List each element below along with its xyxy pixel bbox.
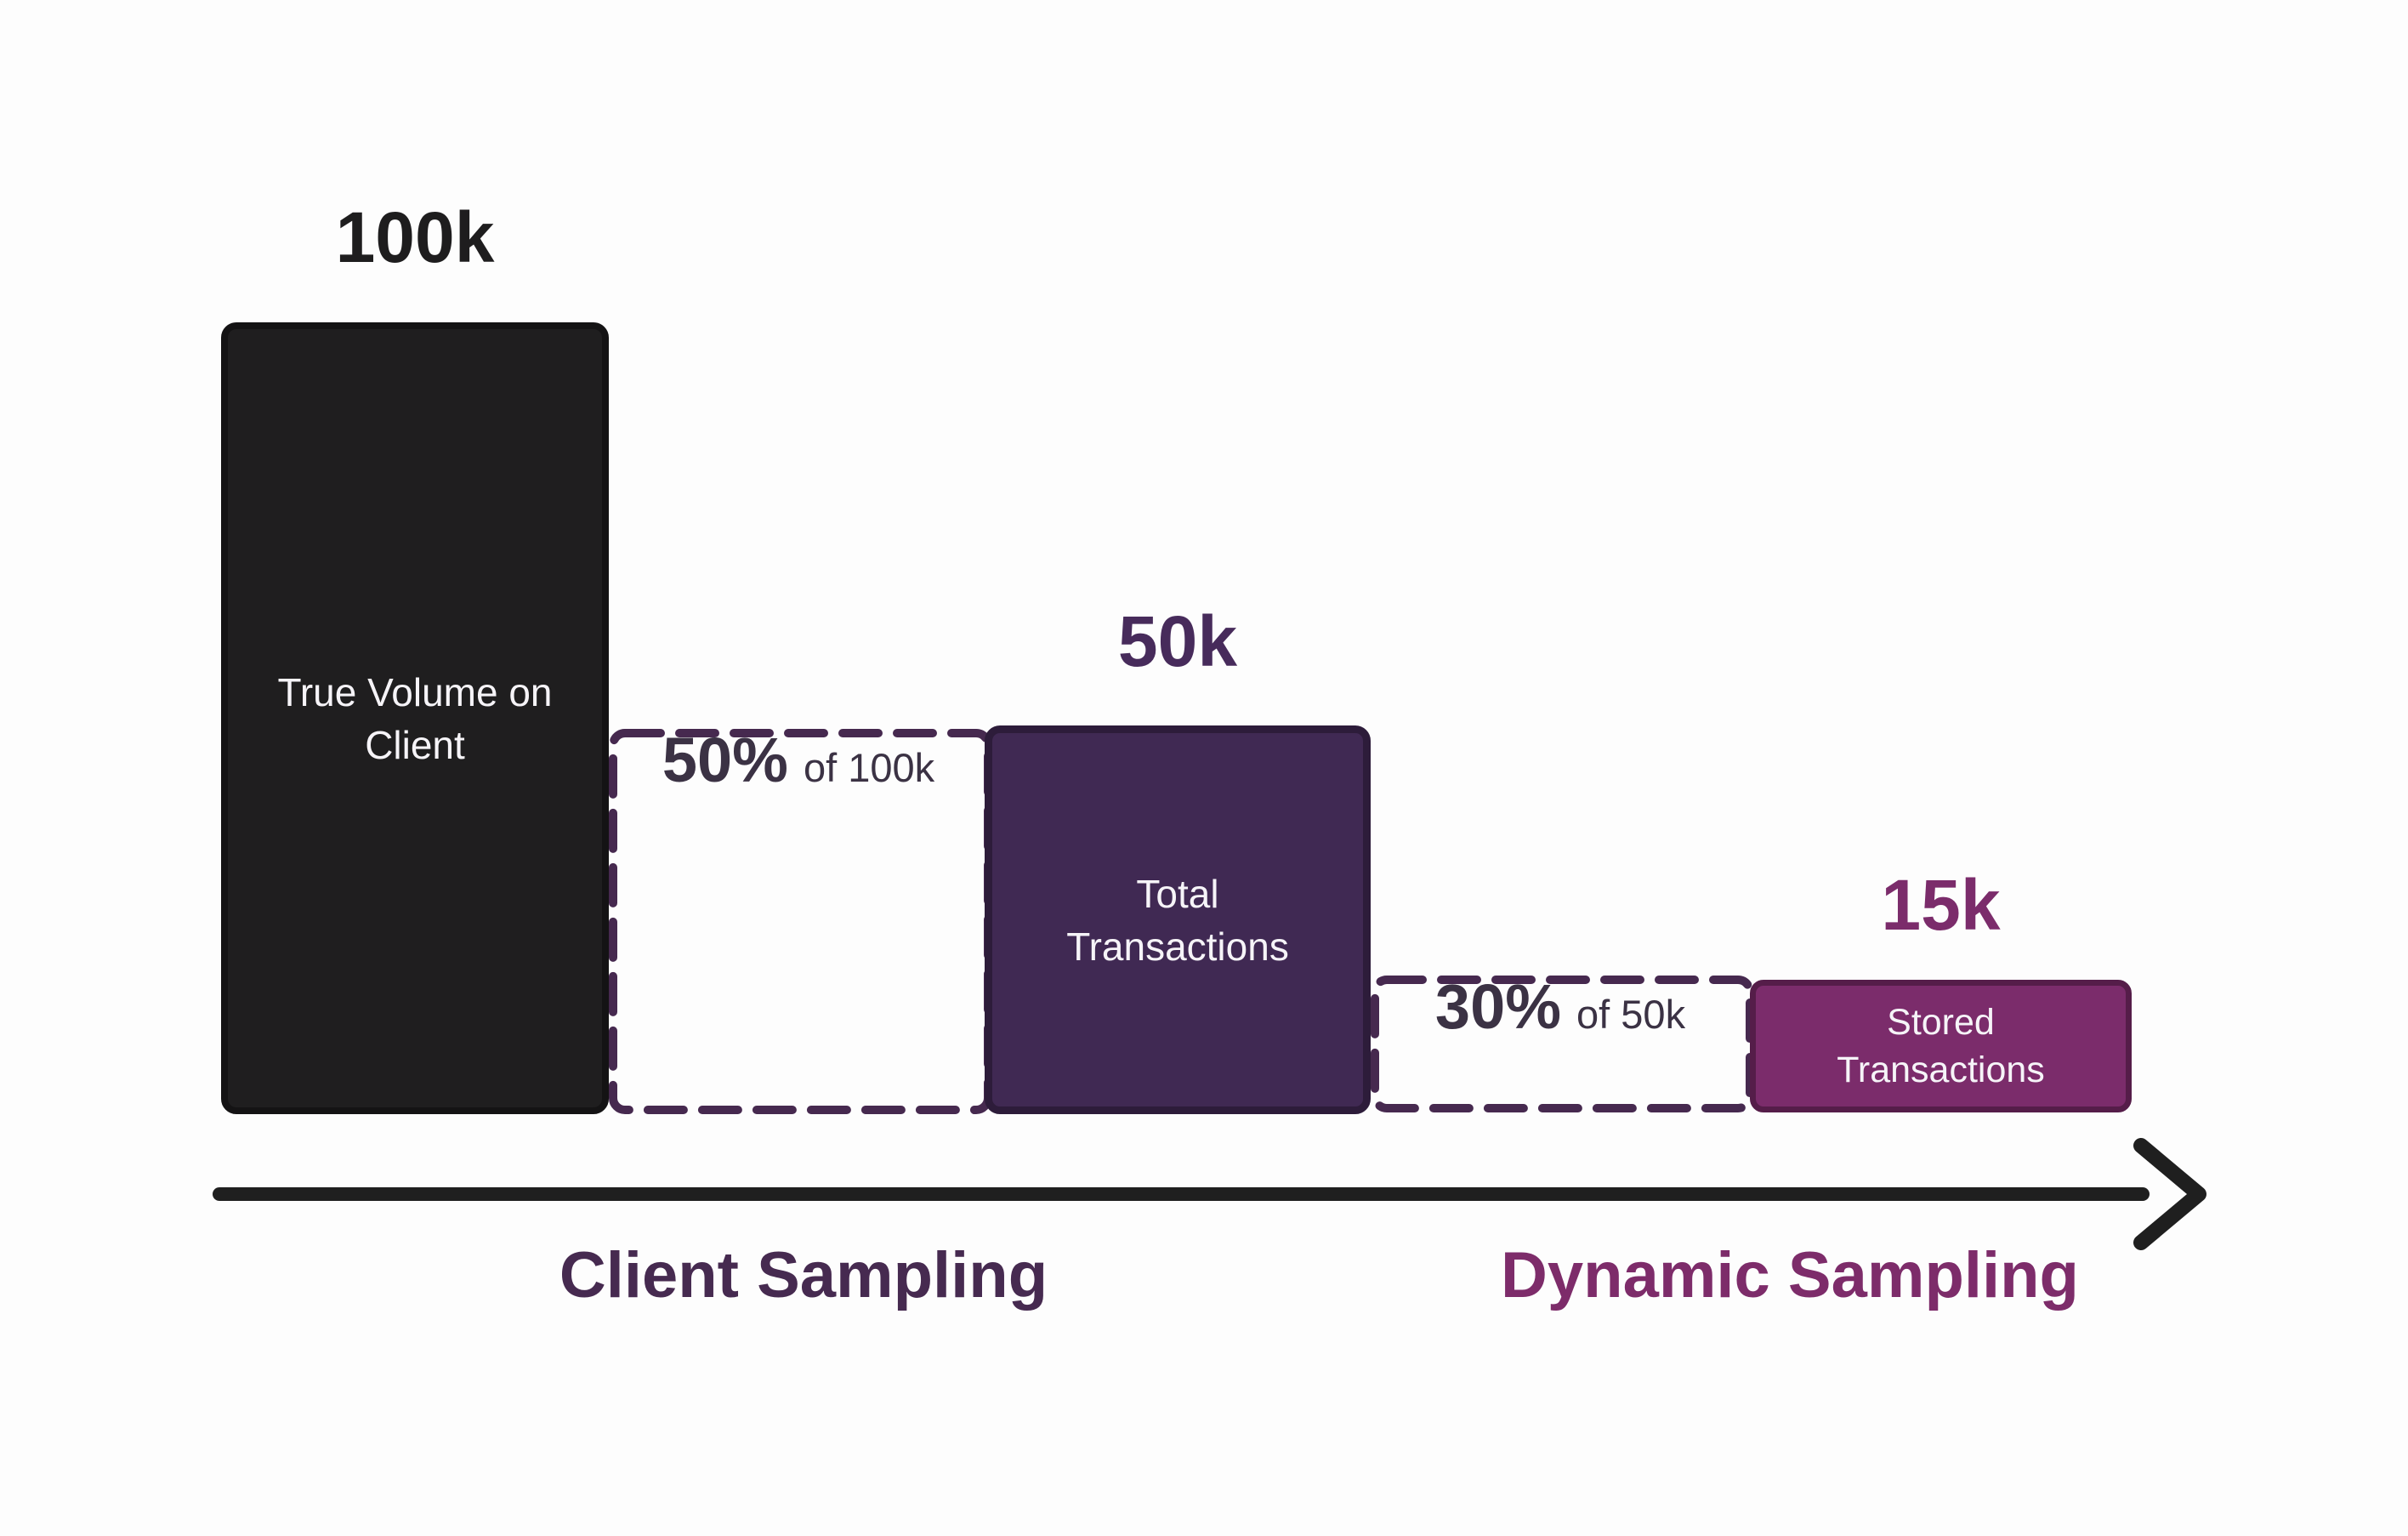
dynamic-sampling-dashed-box [1371,976,1754,1112]
bar-total-label-line1: Total [1136,871,1219,916]
phase-label-dynamic-sampling: Dynamic Sampling [1501,1239,2079,1311]
bar-true-volume-label-line2: Client [365,722,465,767]
reduction-of-50k: of 50k [1576,992,1686,1037]
bar-stored-label-line2: Transactions [1837,1050,2045,1090]
value-label-50k: 50k [1117,601,1238,681]
reduction-of-100k: of 100k [803,745,935,790]
bar-true-volume-on-client: True Volume on Client [221,322,609,1114]
bar-total-label-line2: Transactions [1066,924,1289,969]
timeline-arrow-head [2133,1138,2206,1250]
phase-label-client-sampling: Client Sampling [559,1239,1048,1311]
value-label-15k: 15k [1881,865,2001,945]
bar-true-volume-label-line1: True Volume on [277,669,553,714]
value-label-100k: 100k [335,197,495,277]
reduction-label-client-sampling: 50% of 100k [609,729,988,1114]
reduction-pct-30: 30% [1434,971,1562,1042]
bar-stored-transactions: Stored Transactions [1750,980,2132,1112]
bar-total-transactions: Total Transactions [985,725,1371,1114]
reduction-pct-50: 50% [662,725,788,795]
reduction-label-dynamic-sampling: 30% of 50k [1371,976,1750,1112]
bar-stored-label-line1: Stored [1887,1002,1995,1043]
